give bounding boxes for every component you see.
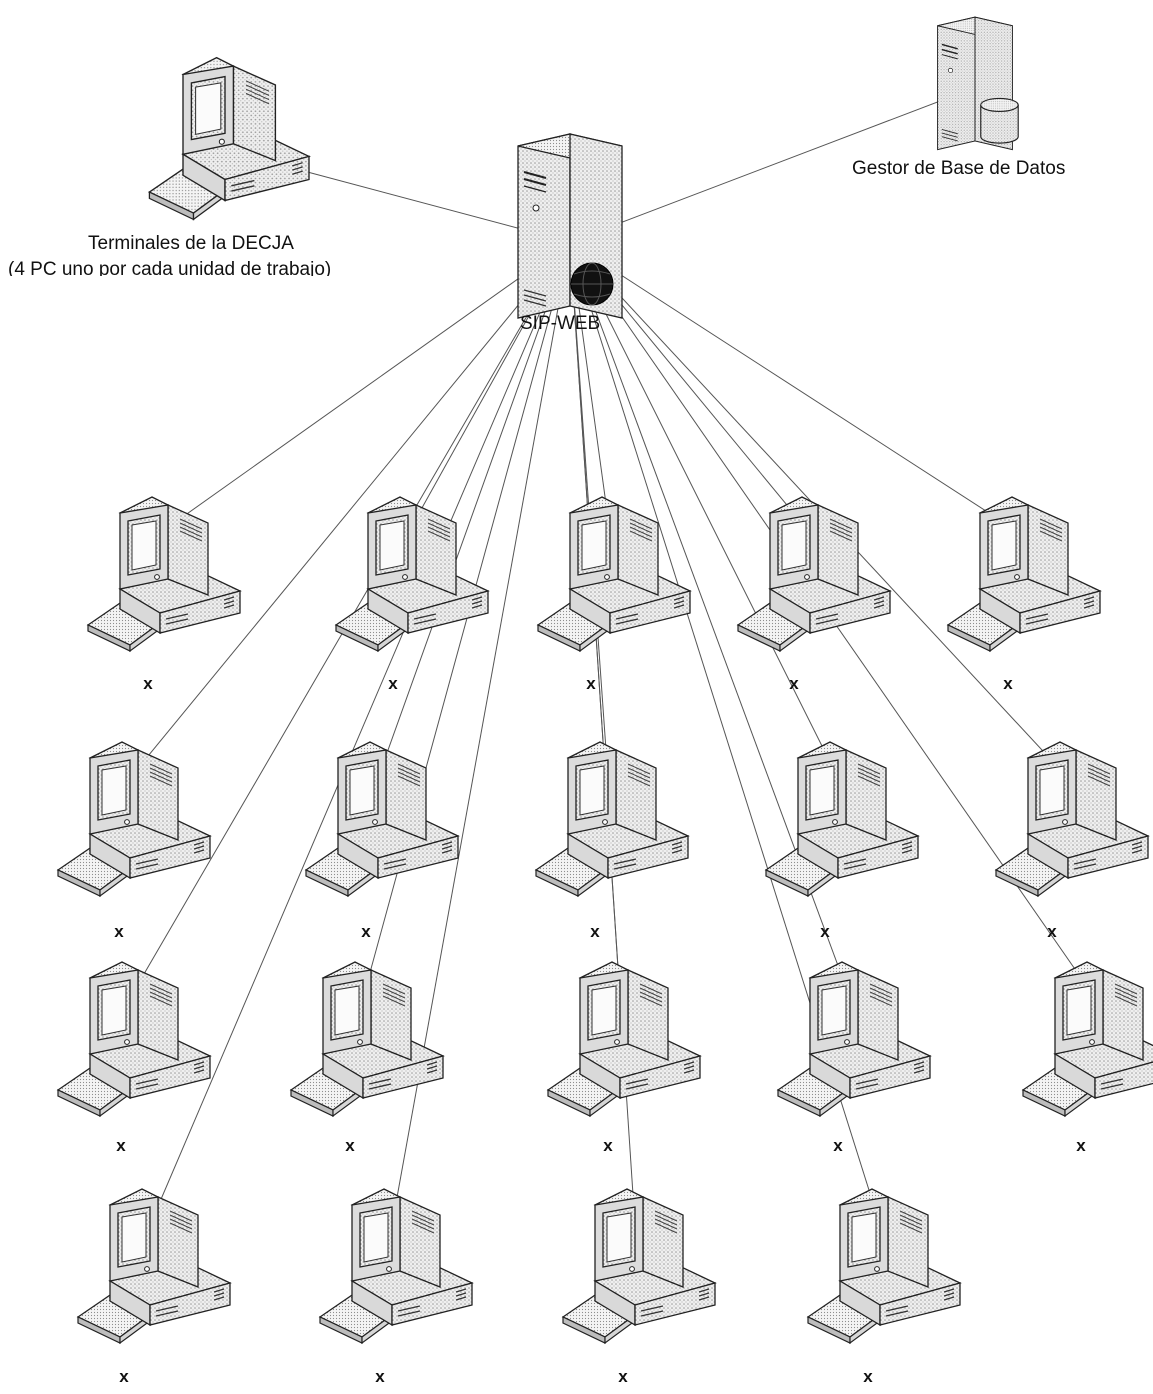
connection-line-database bbox=[569, 81, 991, 243]
desktop-computer-icon bbox=[765, 741, 919, 897]
web-server-icon bbox=[517, 133, 623, 319]
desktop-computer-icon bbox=[305, 741, 459, 897]
connection-line-client bbox=[129, 241, 571, 779]
desktop-computer-icon bbox=[535, 741, 689, 897]
desktop-computer-icon bbox=[995, 741, 1149, 897]
connection-line-client bbox=[377, 241, 571, 779]
client-label: x bbox=[375, 1367, 385, 1386]
client-label: x bbox=[119, 1367, 129, 1386]
web-server-label: SIP-WEB bbox=[520, 313, 601, 334]
client-label: x bbox=[388, 674, 398, 693]
client-label: x bbox=[820, 922, 830, 941]
desktop-computer-icon bbox=[807, 1188, 961, 1344]
client-label: x bbox=[1003, 674, 1013, 693]
client-label: x bbox=[1047, 922, 1057, 941]
connection-line-client bbox=[159, 241, 571, 534]
client-label: x bbox=[116, 1136, 126, 1155]
connection-line-client bbox=[149, 241, 571, 1226]
desktop-computer-icon bbox=[1022, 961, 1153, 1117]
client-label: x bbox=[618, 1367, 628, 1386]
desktop-computer-icon bbox=[87, 496, 241, 652]
client-label: x bbox=[345, 1136, 355, 1155]
desktop-computer-icon bbox=[777, 961, 931, 1117]
desktop-computer-icon bbox=[77, 1188, 231, 1344]
client-label: x bbox=[833, 1136, 843, 1155]
desktop-computer-icon bbox=[537, 496, 691, 652]
client-label: x bbox=[143, 674, 153, 693]
desktop-computer-icon bbox=[148, 56, 310, 221]
desktop-computer-icon bbox=[335, 496, 489, 652]
database-server-label: Gestor de Base de Datos bbox=[852, 158, 1066, 179]
client-label: x bbox=[361, 922, 371, 941]
client-label: x bbox=[603, 1136, 613, 1155]
client-label: x bbox=[789, 674, 799, 693]
client-label: x bbox=[586, 674, 596, 693]
connection-line-client bbox=[569, 241, 1021, 534]
terminals-label: Terminales de la DECJA bbox=[88, 233, 294, 254]
terminals-sublabel: (4 PC uno por cada unidad de trabajo) bbox=[8, 259, 332, 276]
client-label: x bbox=[590, 922, 600, 941]
client-label: x bbox=[114, 922, 124, 941]
client-label: x bbox=[1076, 1136, 1086, 1155]
desktop-computer-icon bbox=[562, 1188, 716, 1344]
desktop-computer-icon bbox=[737, 496, 891, 652]
database-server-icon bbox=[936, 16, 1019, 151]
desktop-computer-icon bbox=[319, 1188, 473, 1344]
desktop-computer-icon bbox=[57, 741, 211, 897]
client-label: x bbox=[863, 1367, 873, 1386]
desktop-computer-icon bbox=[57, 961, 211, 1117]
desktop-computer-icon bbox=[290, 961, 444, 1117]
desktop-computer-icon bbox=[947, 496, 1101, 652]
desktop-computer-icon bbox=[547, 961, 701, 1117]
connection-line-client bbox=[569, 241, 839, 779]
